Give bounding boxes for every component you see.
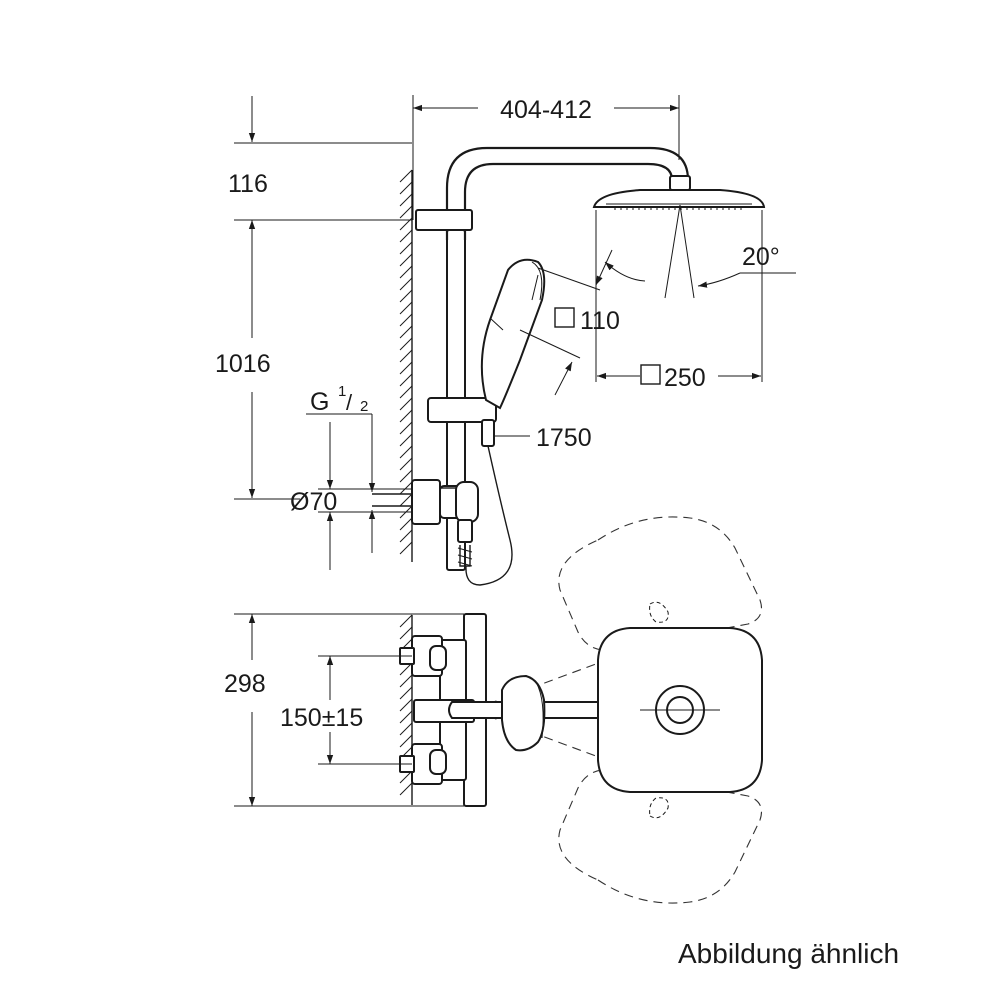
hand-shower-size-label: 110: [580, 307, 620, 335]
head-shower-dimension: [595, 210, 763, 385]
tilt-angle-label: 20°: [742, 243, 780, 271]
plan-view: [234, 516, 763, 904]
dimension-labels: 404-412 116 1016 G 1 / 2 Ø70 20° 110 250…: [215, 96, 780, 732]
height-label: 1016: [215, 350, 271, 378]
wall-hatching: [399, 169, 413, 562]
plan-dimensions: [234, 613, 464, 807]
vertical-dimensions: [234, 96, 412, 500]
hand-shower: [465, 258, 546, 586]
hose-length-label: 1750: [536, 424, 592, 452]
connection-slash: /: [346, 390, 353, 415]
connection-sup-label: 1: [338, 383, 346, 400]
width-dimension: [412, 95, 680, 220]
shower-arm-plan: [448, 627, 763, 793]
head-shower-size-label: 250: [664, 364, 706, 392]
hand-shower-dimension: [519, 249, 613, 396]
plan-depth-label: 298: [224, 670, 266, 698]
width-range-label: 404-412: [500, 96, 592, 124]
shower-rail: [411, 146, 690, 571]
top-offset-label: 116: [228, 170, 268, 198]
caption: Abbildung ähnlich: [678, 938, 900, 969]
inlet-spacing-label: 150±15: [280, 704, 363, 732]
wall-plan-hatching: [399, 614, 413, 805]
connection-sub-label: 2: [360, 398, 368, 415]
diameter-label: Ø70: [290, 488, 337, 516]
connection-label: G: [310, 388, 329, 416]
inlet-dimensions: [306, 413, 412, 570]
elevation-view: [234, 95, 796, 586]
head-shower: [592, 175, 796, 299]
